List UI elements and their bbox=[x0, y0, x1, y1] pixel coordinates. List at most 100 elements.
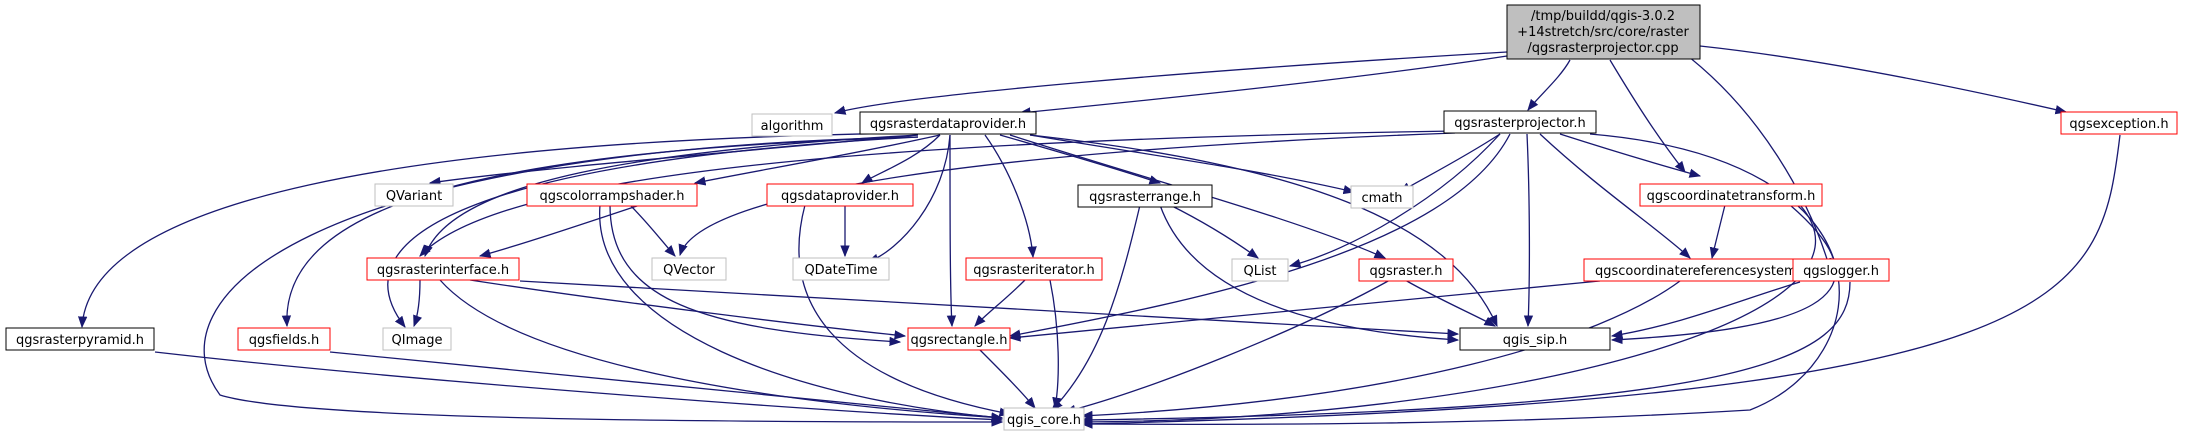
node-qimage[interactable]: QImage bbox=[382, 327, 452, 351]
edge-ri-qgsrectangle bbox=[469, 279, 907, 340]
edge-fields-qgis-core bbox=[329, 351, 1004, 422]
edge-rectangle-qgis-core bbox=[979, 349, 1036, 409]
node-qgsfields-label: qgsfields.h bbox=[249, 333, 319, 348]
edge-crsys-qgsrectangle bbox=[1008, 280, 1601, 342]
edge-dp-qgsrectangle bbox=[946, 134, 957, 328]
edge-ct-qgis-sip bbox=[1610, 204, 1837, 345]
node-qgsrasteriterator-label: qgsrasteriterator.h bbox=[973, 263, 1094, 278]
node-qgslogger[interactable]: qgslogger.h bbox=[1792, 258, 1890, 282]
node-qgsrectangle[interactable]: qgsrectangle.h bbox=[907, 327, 1011, 351]
edge-dp-qgscolorrampshader bbox=[693, 134, 941, 186]
node-qvariant[interactable]: QVariant bbox=[374, 183, 454, 207]
node-qgsdataprovider-label: qgsdataprovider.h bbox=[781, 189, 899, 204]
node-qgsrasterrange-label: qgsrasterrange.h bbox=[1089, 190, 1201, 205]
edge-pyramid-qgis-core bbox=[154, 351, 1004, 425]
edge-raster-qgis-sip bbox=[1404, 279, 1497, 327]
edge-dp-qgsdataprovider bbox=[861, 134, 941, 184]
node-algorithm-label: algorithm bbox=[761, 119, 824, 134]
edge-iter-qgsrectangle bbox=[974, 279, 1026, 327]
root-title-line-3: /qgsrasterprojector.cpp bbox=[1527, 41, 1678, 56]
node-qgscoordinatetransform-label: qgscoordinatetransform.h bbox=[1647, 189, 1816, 204]
edge-crs-qgsrasterinterface bbox=[478, 204, 641, 258]
node-qgsrasterinterface-label: qgsrasterinterface.h bbox=[377, 263, 509, 278]
node-qgsrasteriterator[interactable]: qgsrasteriterator.h bbox=[965, 257, 1103, 281]
node-qgsexception[interactable]: qgsexception.h bbox=[2060, 111, 2178, 135]
node-qgsrasterpyramid[interactable]: qgsrasterpyramid.h bbox=[5, 327, 155, 351]
node-qgsraster-label: qgsraster.h bbox=[1370, 264, 1443, 279]
nodes-layer: /tmp/buildd/qgis-3.0.2 +14stretch/src/co… bbox=[5, 4, 2178, 431]
node-qgsrasterrange[interactable]: qgsrasterrange.h bbox=[1077, 184, 1213, 208]
node-root-file[interactable]: /tmp/buildd/qgis-3.0.2 +14stretch/src/co… bbox=[1506, 4, 1701, 60]
edge-dp-cmath bbox=[1029, 134, 1356, 195]
edge-root-algorithm bbox=[833, 51, 1508, 115]
edge-ri-qimage bbox=[413, 279, 422, 328]
edge-logger-qgis-core bbox=[1080, 281, 1851, 425]
edges-layer bbox=[78, 45, 2121, 429]
edge-dp-qgis-sip bbox=[1029, 134, 1498, 328]
edge-proj-qgscoordinatetransform bbox=[1559, 133, 1702, 178]
node-qvector[interactable]: QVector bbox=[651, 257, 727, 281]
node-qgsraster[interactable]: qgsraster.h bbox=[1358, 258, 1454, 282]
edge-logger-qgis-sip bbox=[1610, 281, 1801, 339]
edge-dp-qdatetime bbox=[866, 134, 951, 263]
edge-dp-qgsraster bbox=[1009, 134, 1387, 259]
node-qgis-core[interactable]: qgis_core.h bbox=[1003, 407, 1085, 431]
node-qgis-sip[interactable]: qgis_sip.h bbox=[1459, 327, 1611, 351]
node-qgsexception-label: qgsexception.h bbox=[2069, 117, 2168, 132]
edge-proj-cmath bbox=[1398, 133, 1501, 193]
edge-range-qgis-core bbox=[1051, 204, 1141, 411]
edge-root-qgsrasterprojector bbox=[1527, 59, 1571, 111]
node-qvector-label: QVector bbox=[663, 263, 715, 278]
edge-range-qgis-sip bbox=[1159, 204, 1460, 345]
root-title-line-2: +14stretch/src/core/raster bbox=[1517, 25, 1689, 40]
node-qgscolorrampshader-label: qgscolorrampshader.h bbox=[539, 189, 684, 204]
node-qdatetime-label: QDateTime bbox=[804, 263, 877, 278]
edge-root-qgsrasterdataprovider bbox=[1018, 55, 1508, 117]
node-qgis-core-label: qgis_core.h bbox=[1007, 413, 1081, 428]
node-qdatetime[interactable]: QDateTime bbox=[792, 257, 890, 281]
edge-proj-qlist bbox=[1288, 133, 1501, 268]
edge-root-qgsexception bbox=[1699, 45, 2068, 115]
node-qgsrasterdataprovider-label: qgsrasterdataprovider.h bbox=[870, 117, 1026, 132]
node-algorithm[interactable]: algorithm bbox=[751, 113, 833, 137]
node-qvariant-label: QVariant bbox=[386, 189, 442, 204]
edge-iter-qgis-core bbox=[1049, 279, 1062, 410]
edge-proj-qgsrectangle bbox=[1008, 133, 1511, 339]
edge-ri-qgis-core bbox=[439, 279, 1004, 422]
edge-crs-qgis-core bbox=[599, 204, 1004, 422]
node-qgscolorrampshader[interactable]: qgscolorrampshader.h bbox=[526, 183, 698, 207]
edge-root-qgslogger bbox=[1679, 49, 1832, 271]
node-qgsrasterinterface[interactable]: qgsrasterinterface.h bbox=[366, 257, 520, 281]
node-qgsrasterpyramid-label: qgsrasterpyramid.h bbox=[16, 333, 144, 348]
node-qgsrectangle-label: qgsrectangle.h bbox=[910, 333, 1007, 348]
edge-dp-qgsrasterrange bbox=[999, 134, 1162, 185]
edge-proj-qgsrasterinterface bbox=[419, 130, 1456, 257]
edge-dp-qgsrasterpyramid bbox=[78, 132, 919, 329]
edge-ri-qgis-sip bbox=[519, 280, 1460, 339]
edge-crs-qvector bbox=[629, 204, 676, 257]
edge-proj-qvector bbox=[678, 132, 1456, 257]
node-qgslogger-label: qgslogger.h bbox=[1803, 264, 1879, 279]
node-qgsrasterprojector[interactable]: qgsrasterprojector.h bbox=[1443, 110, 1597, 134]
edge-ct-qgis-core bbox=[1080, 204, 1816, 427]
edge-proj-qgis-sip bbox=[1523, 133, 1534, 328]
edge-qdp-qgis-core bbox=[798, 204, 1012, 417]
edge-ct-qgscoordinatereferencesystem bbox=[1709, 204, 1726, 260]
edge-range-qlist bbox=[1169, 204, 1259, 259]
node-qgsfields[interactable]: qgsfields.h bbox=[237, 327, 331, 351]
node-cmath[interactable]: cmath bbox=[1350, 185, 1414, 209]
edge-raster-qgis-core bbox=[1063, 279, 1391, 414]
node-qlist[interactable]: QList bbox=[1231, 258, 1289, 282]
node-qgscoordinatereferencesystem[interactable]: qgscoordinatereferencesystem.h bbox=[1583, 258, 1821, 282]
node-qgsrasterdataprovider[interactable]: qgsrasterdataprovider.h bbox=[859, 111, 1037, 135]
node-qgscoordinatetransform[interactable]: qgscoordinatetransform.h bbox=[1639, 183, 1823, 207]
edge-crs-qgsrectangle bbox=[609, 204, 902, 347]
edge-crsys-qgis-core bbox=[1080, 280, 1681, 421]
node-qimage-label: QImage bbox=[392, 333, 443, 348]
edge-root-qgscoordinatetransform bbox=[1609, 59, 1686, 173]
edge-dp-qgsrasteriterator bbox=[984, 134, 1037, 259]
node-qgsdataprovider[interactable]: qgsdataprovider.h bbox=[766, 183, 914, 207]
edge-dp-qgis-core bbox=[203, 136, 1004, 427]
node-qlist-label: QList bbox=[1244, 264, 1277, 279]
